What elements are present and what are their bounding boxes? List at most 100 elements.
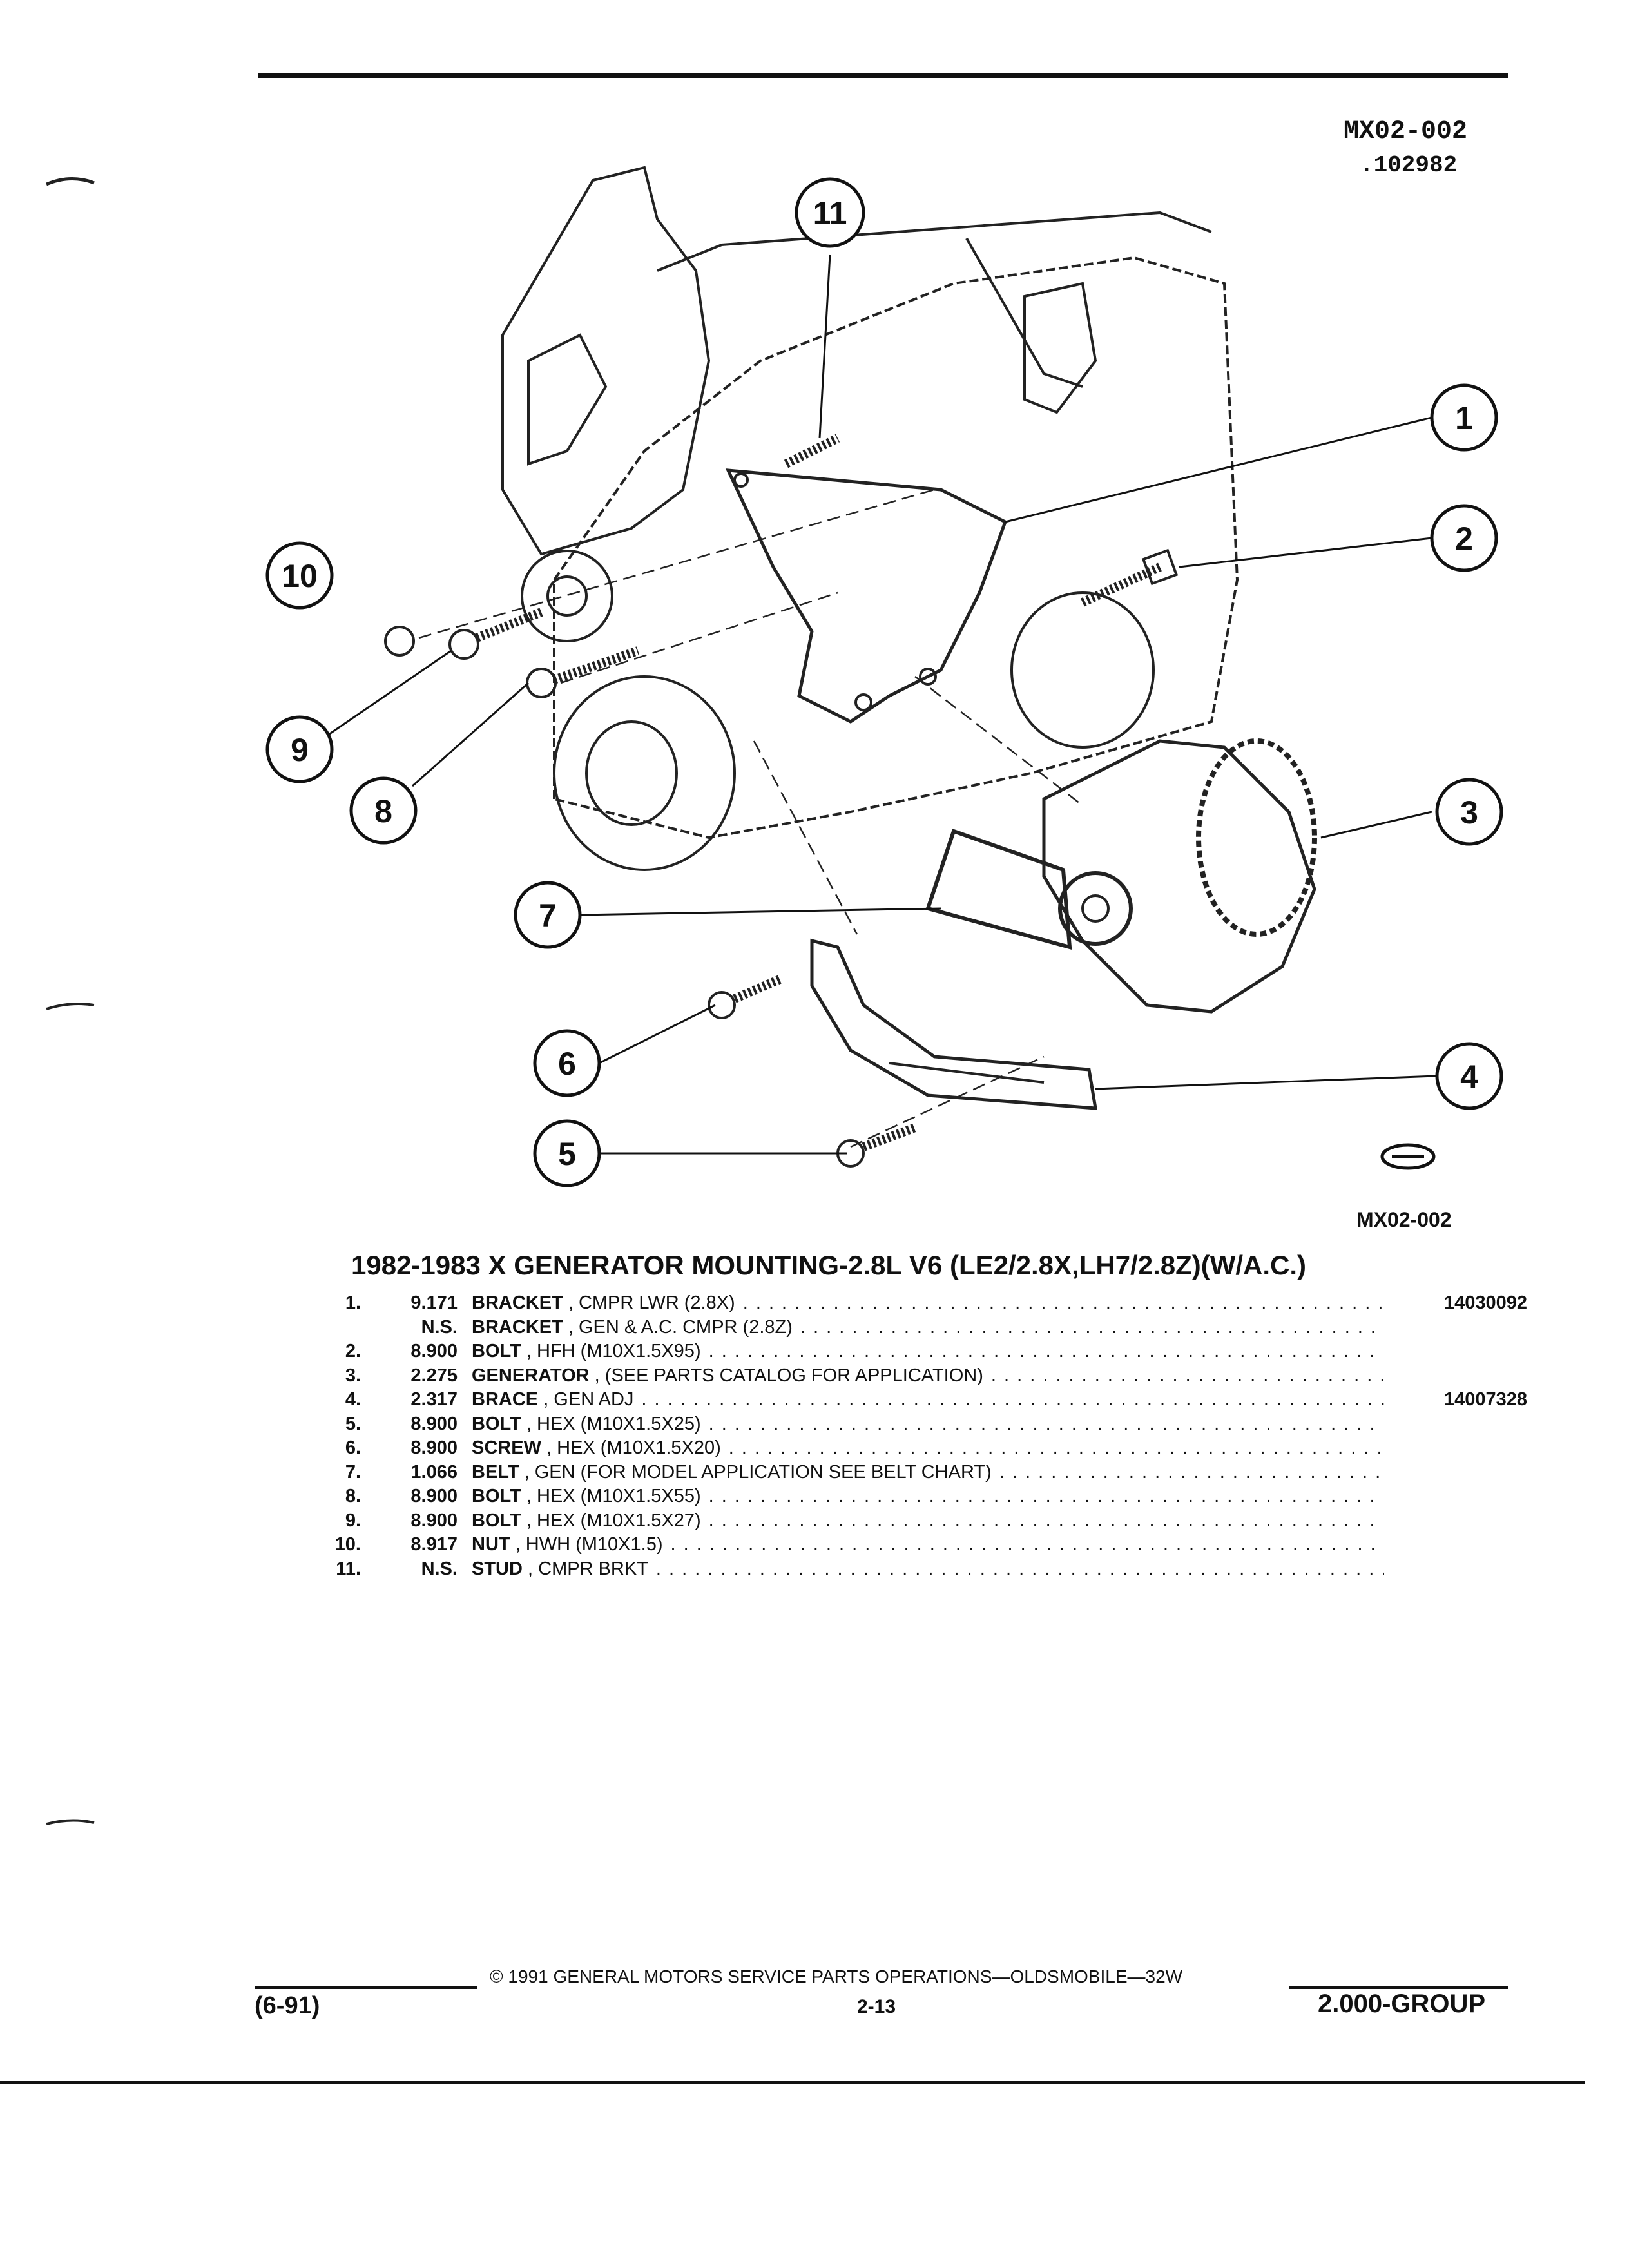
- part-description: NUT , HWH (M10X1.5): [472, 1534, 662, 1555]
- bolt-item-8: [552, 646, 640, 684]
- margin-mark-top: [46, 177, 95, 186]
- part-index: 11.: [336, 1558, 361, 1579]
- part-group-number: N.S.: [421, 1558, 458, 1579]
- part-index: 3.: [345, 1365, 361, 1386]
- bolt-item-9: [475, 608, 543, 642]
- part-group-number: 8.917: [410, 1534, 458, 1555]
- leader-dots: . . . . . . . . . . . . . . . . . . . . …: [728, 1437, 1384, 1458]
- part-index: 2.: [345, 1341, 361, 1361]
- leader-dots: . . . . . . . . . . . . . . . . . . . . …: [999, 1461, 1384, 1483]
- callout-1: [1430, 383, 1498, 452]
- parts-list-title: 1982-1983 X GENERATOR MOUNTING-2.8L V6 (…: [351, 1250, 1307, 1280]
- part-detail: , GEN (FOR MODEL APPLICATION SEE BELT CH…: [519, 1461, 992, 1483]
- part-name: NUT: [472, 1534, 510, 1555]
- part-description: BOLT , HEX (M10X1.5X25): [472, 1414, 701, 1435]
- generator-pulley: [1058, 871, 1133, 946]
- leader-dots: . . . . . . . . . . . . . . . . . . . . …: [708, 1413, 1384, 1434]
- callout-6: [533, 1029, 601, 1097]
- parts-row: 10. 8.917 NUT , HWH (M10X1.5) . . . . . . .…: [303, 1534, 1527, 1558]
- nut-item-10: [384, 626, 415, 657]
- margin-mark-bottom: [46, 1819, 95, 1825]
- part-index: 1.: [345, 1293, 361, 1313]
- bottom-rule: [0, 2081, 1585, 2084]
- part-description: BOLT , HFH (M10X1.5X95): [472, 1341, 701, 1362]
- part-detail: , CMPR LWR (2.8X): [563, 1293, 735, 1313]
- part-detail: , HEX (M10X1.5X25): [521, 1413, 701, 1434]
- figure-caption-code: MX02-002: [1356, 1208, 1452, 1231]
- part-group-number: 8.900: [410, 1413, 458, 1434]
- part-detail: , HEX (M10X1.5X20): [541, 1437, 721, 1458]
- part-description: GENERATOR , (SEE PARTS CATALOG FOR APPLI…: [472, 1365, 983, 1387]
- screw-item-6: [733, 975, 782, 1003]
- part-description: BOLT , HEX (M10X1.5X55): [472, 1486, 701, 1507]
- part-name: GENERATOR: [472, 1365, 590, 1386]
- callout-9: [265, 715, 334, 783]
- part-detail: , GEN & A.C. CMPR (2.8Z): [563, 1316, 793, 1338]
- part-name: BOLT: [472, 1486, 521, 1506]
- part-name: SCREW: [472, 1437, 541, 1458]
- callout-8-label: 8: [374, 793, 392, 829]
- part-index: 4.: [345, 1389, 361, 1410]
- footer-copyright: © 1991 GENERAL MOTORS SERVICE PARTS OPER…: [490, 1966, 1183, 1986]
- footer-group: 2.000-GROUP: [1318, 1990, 1486, 2018]
- callout-8: [349, 776, 418, 845]
- leader-dots: . . . . . . . . . . . . . . . . . . . . …: [990, 1365, 1384, 1386]
- generator-body: [1042, 739, 1316, 1014]
- footer-revision: (6-91): [255, 1992, 320, 2019]
- part-description: BOLT , HEX (M10X1.5X27): [472, 1510, 701, 1532]
- part-description: BRACKET , CMPR LWR (2.8X): [472, 1293, 735, 1314]
- callout-10: [265, 541, 334, 610]
- callout-6-label: 6: [558, 1046, 576, 1082]
- illustration-code: MX02-002: [1344, 117, 1468, 146]
- leader-dots: . . . . . . . . . . . . . . . . . . . . …: [641, 1389, 1384, 1410]
- illustration-date: .102982: [1360, 152, 1458, 178]
- part-detail: , GEN ADJ: [538, 1389, 634, 1410]
- parts-row: 3. 2.275 GENERATOR , (SEE PARTS CATALOG FO…: [303, 1365, 1527, 1389]
- parts-row: N.S.BRACKET , GEN & A.C. CMPR (2.8Z). . …: [303, 1317, 1527, 1341]
- part-group-number: 8.900: [410, 1486, 458, 1506]
- part-detail: , HWH (M10X1.5): [510, 1534, 663, 1555]
- callout-2-label: 2: [1455, 521, 1473, 557]
- margin-mark-middle: [46, 1003, 95, 1010]
- ac-pulley: [1010, 591, 1155, 749]
- callout-4-label: 4: [1460, 1059, 1478, 1095]
- callout-11: [795, 177, 865, 248]
- part-name: BOLT: [472, 1341, 521, 1361]
- part-description: BRACKET , GEN & A.C. CMPR (2.8Z): [472, 1317, 793, 1338]
- part-name: BOLT: [472, 1510, 521, 1531]
- callout-10-label: 10: [282, 558, 318, 594]
- part-detail: , CMPR BRKT: [522, 1558, 648, 1579]
- part-description: SCREW , HEX (M10X1.5X20): [472, 1437, 721, 1459]
- part-name: BOLT: [472, 1413, 521, 1434]
- part-name: BRACKET: [472, 1316, 563, 1338]
- part-index: 9.: [345, 1510, 361, 1531]
- callout-5: [533, 1119, 601, 1187]
- generator-mounting-diagram: 1 2 3 4 5 6 7 8 9 10 11: [265, 166, 1503, 1187]
- part-group-number: 8.900: [410, 1341, 458, 1361]
- leader-dots: . . . . . . . . . . . . . . . . . . . . …: [800, 1316, 1384, 1338]
- bolt-item-5: [862, 1123, 917, 1151]
- part-index: 10.: [334, 1534, 361, 1555]
- leader-dots: . . . . . . . . . . . . . . . . . . . . …: [655, 1558, 1384, 1579]
- part-number: 14007328: [1443, 1389, 1527, 1410]
- footer-rule-left: [255, 1986, 477, 1989]
- part-group-number: 2.275: [410, 1365, 458, 1386]
- part-detail: , HEX (M10X1.5X27): [521, 1510, 701, 1531]
- callout-3-label: 3: [1460, 794, 1478, 831]
- leader-dots: . . . . . . . . . . . . . . . . . . . . …: [708, 1486, 1384, 1506]
- footer-page-number: 2-13: [857, 1996, 896, 2017]
- part-group-number: 2.317: [410, 1389, 458, 1410]
- callout-4: [1435, 1042, 1503, 1110]
- part-description: STUD , CMPR BRKT: [472, 1559, 648, 1580]
- leader-dots: . . . . . . . . . . . . . . . . . . . . …: [670, 1534, 1384, 1555]
- part-name: BRACKET: [472, 1293, 563, 1313]
- callout-2: [1430, 504, 1498, 572]
- part-name: BELT: [472, 1461, 519, 1483]
- callout-3: [1435, 778, 1503, 846]
- callout-11-label: 11: [813, 195, 847, 231]
